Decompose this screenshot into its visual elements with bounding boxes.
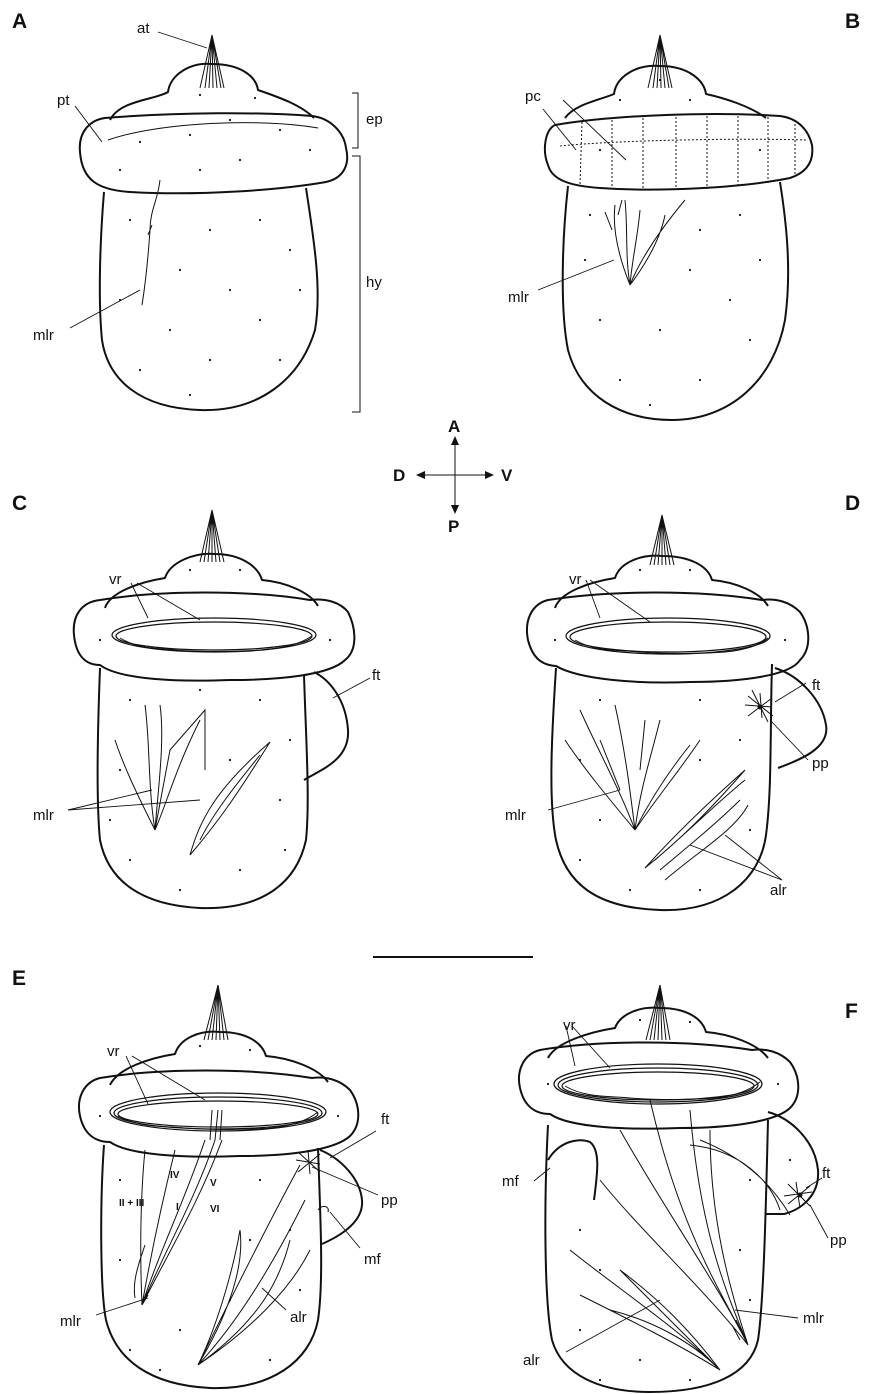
hyposphere-outline bbox=[98, 668, 308, 908]
label-hy: hy bbox=[366, 274, 382, 291]
panel-b: B pc mlr bbox=[508, 10, 860, 420]
label-mf: mf bbox=[502, 1173, 519, 1190]
label-mf: mf bbox=[364, 1251, 381, 1268]
label-ft: ft bbox=[812, 677, 821, 694]
foot bbox=[304, 672, 348, 780]
muscle-number-ii-iii: II + III bbox=[119, 1198, 145, 1209]
label-pp: pp bbox=[812, 755, 829, 772]
episphere-outline bbox=[110, 1032, 328, 1085]
label-ep: ep bbox=[366, 111, 383, 128]
muscle-alr bbox=[198, 1165, 310, 1365]
prototroch-cells-band bbox=[545, 114, 812, 189]
apical-tuft bbox=[650, 515, 674, 565]
apical-tuft bbox=[646, 985, 670, 1040]
muscle-mlr bbox=[565, 705, 700, 830]
label-mlr: mlr bbox=[33, 807, 54, 824]
hyposphere-outline bbox=[100, 188, 318, 410]
label-alr: alr bbox=[523, 1352, 540, 1369]
panel-letter-a: A bbox=[12, 10, 27, 33]
muscle-mlr bbox=[605, 200, 685, 285]
axis-ventral: V bbox=[501, 466, 513, 485]
panel-f: F vr ft pp mf mlr bbox=[502, 985, 858, 1392]
panel-c: C vr ft mlr bbox=[12, 492, 381, 908]
label-mlr: mlr bbox=[803, 1310, 824, 1327]
velar-ring bbox=[566, 618, 770, 654]
axis-anterior: A bbox=[448, 417, 460, 436]
foot bbox=[320, 1150, 362, 1244]
bracket-hy bbox=[352, 156, 360, 412]
panel-letter-d: D bbox=[845, 492, 860, 515]
orientation-cross: A P D V bbox=[393, 417, 513, 536]
bracket-ep bbox=[352, 93, 358, 148]
panel-letter-f: F bbox=[845, 1000, 858, 1023]
episphere-outline bbox=[110, 64, 314, 120]
prototroch-band bbox=[519, 1043, 798, 1129]
muscle-number-vi: VI bbox=[210, 1204, 220, 1215]
label-vr: vr bbox=[569, 571, 582, 588]
panel-letter-e: E bbox=[12, 967, 26, 990]
panel-d: D vr ft pp mlr alr bbox=[505, 492, 860, 910]
label-pt: pt bbox=[57, 92, 70, 109]
panel-a: A at pt ep hy mlr bbox=[12, 10, 383, 412]
apical-tuft bbox=[200, 35, 224, 88]
label-vr: vr bbox=[563, 1017, 576, 1034]
label-mlr: mlr bbox=[505, 807, 526, 824]
hyposphere-outline bbox=[563, 182, 788, 420]
label-alr: alr bbox=[770, 882, 787, 899]
surface-dots bbox=[119, 94, 311, 396]
label-mlr: mlr bbox=[508, 289, 529, 306]
foot bbox=[765, 1112, 818, 1214]
label-vr: vr bbox=[109, 571, 122, 588]
label-alr: alr bbox=[290, 1309, 307, 1326]
hyposphere-outline bbox=[551, 664, 772, 910]
axis-dorsal: D bbox=[393, 466, 405, 485]
surface-dots bbox=[584, 79, 761, 406]
muscle-number-v: V bbox=[210, 1178, 217, 1189]
label-vr: vr bbox=[107, 1043, 120, 1060]
label-mlr: mlr bbox=[60, 1313, 81, 1330]
panel-letter-b: B bbox=[845, 10, 860, 33]
surface-dots bbox=[554, 569, 786, 891]
polar-pit bbox=[784, 1182, 812, 1208]
label-pp: pp bbox=[381, 1192, 398, 1209]
label-at: at bbox=[137, 20, 150, 37]
muscle-number-iv: IV bbox=[170, 1170, 180, 1181]
label-mlr: mlr bbox=[33, 327, 54, 344]
muscle-mlr bbox=[142, 180, 160, 305]
surface-dots bbox=[99, 569, 331, 891]
label-pc: pc bbox=[525, 88, 541, 105]
polar-pit bbox=[745, 690, 773, 722]
label-pp: pp bbox=[830, 1232, 847, 1249]
episphere-outline bbox=[565, 66, 766, 118]
muscle-mlr bbox=[115, 705, 270, 855]
label-ft: ft bbox=[381, 1111, 390, 1128]
muscle-number-i: I bbox=[176, 1202, 179, 1213]
label-ft: ft bbox=[372, 667, 381, 684]
hyposphere-outline bbox=[545, 1120, 768, 1392]
mantle-fold bbox=[548, 1140, 597, 1200]
panel-letter-c: C bbox=[12, 492, 27, 515]
polar-pit bbox=[296, 1150, 320, 1174]
prototroch-band bbox=[80, 113, 347, 193]
velar-ring bbox=[554, 1064, 762, 1104]
label-ft: ft bbox=[822, 1165, 831, 1182]
axis-posterior: P bbox=[448, 517, 459, 536]
panel-e: E vr ft pp mf mlr alr bbox=[12, 967, 398, 1388]
muscle-alr bbox=[570, 1250, 720, 1370]
